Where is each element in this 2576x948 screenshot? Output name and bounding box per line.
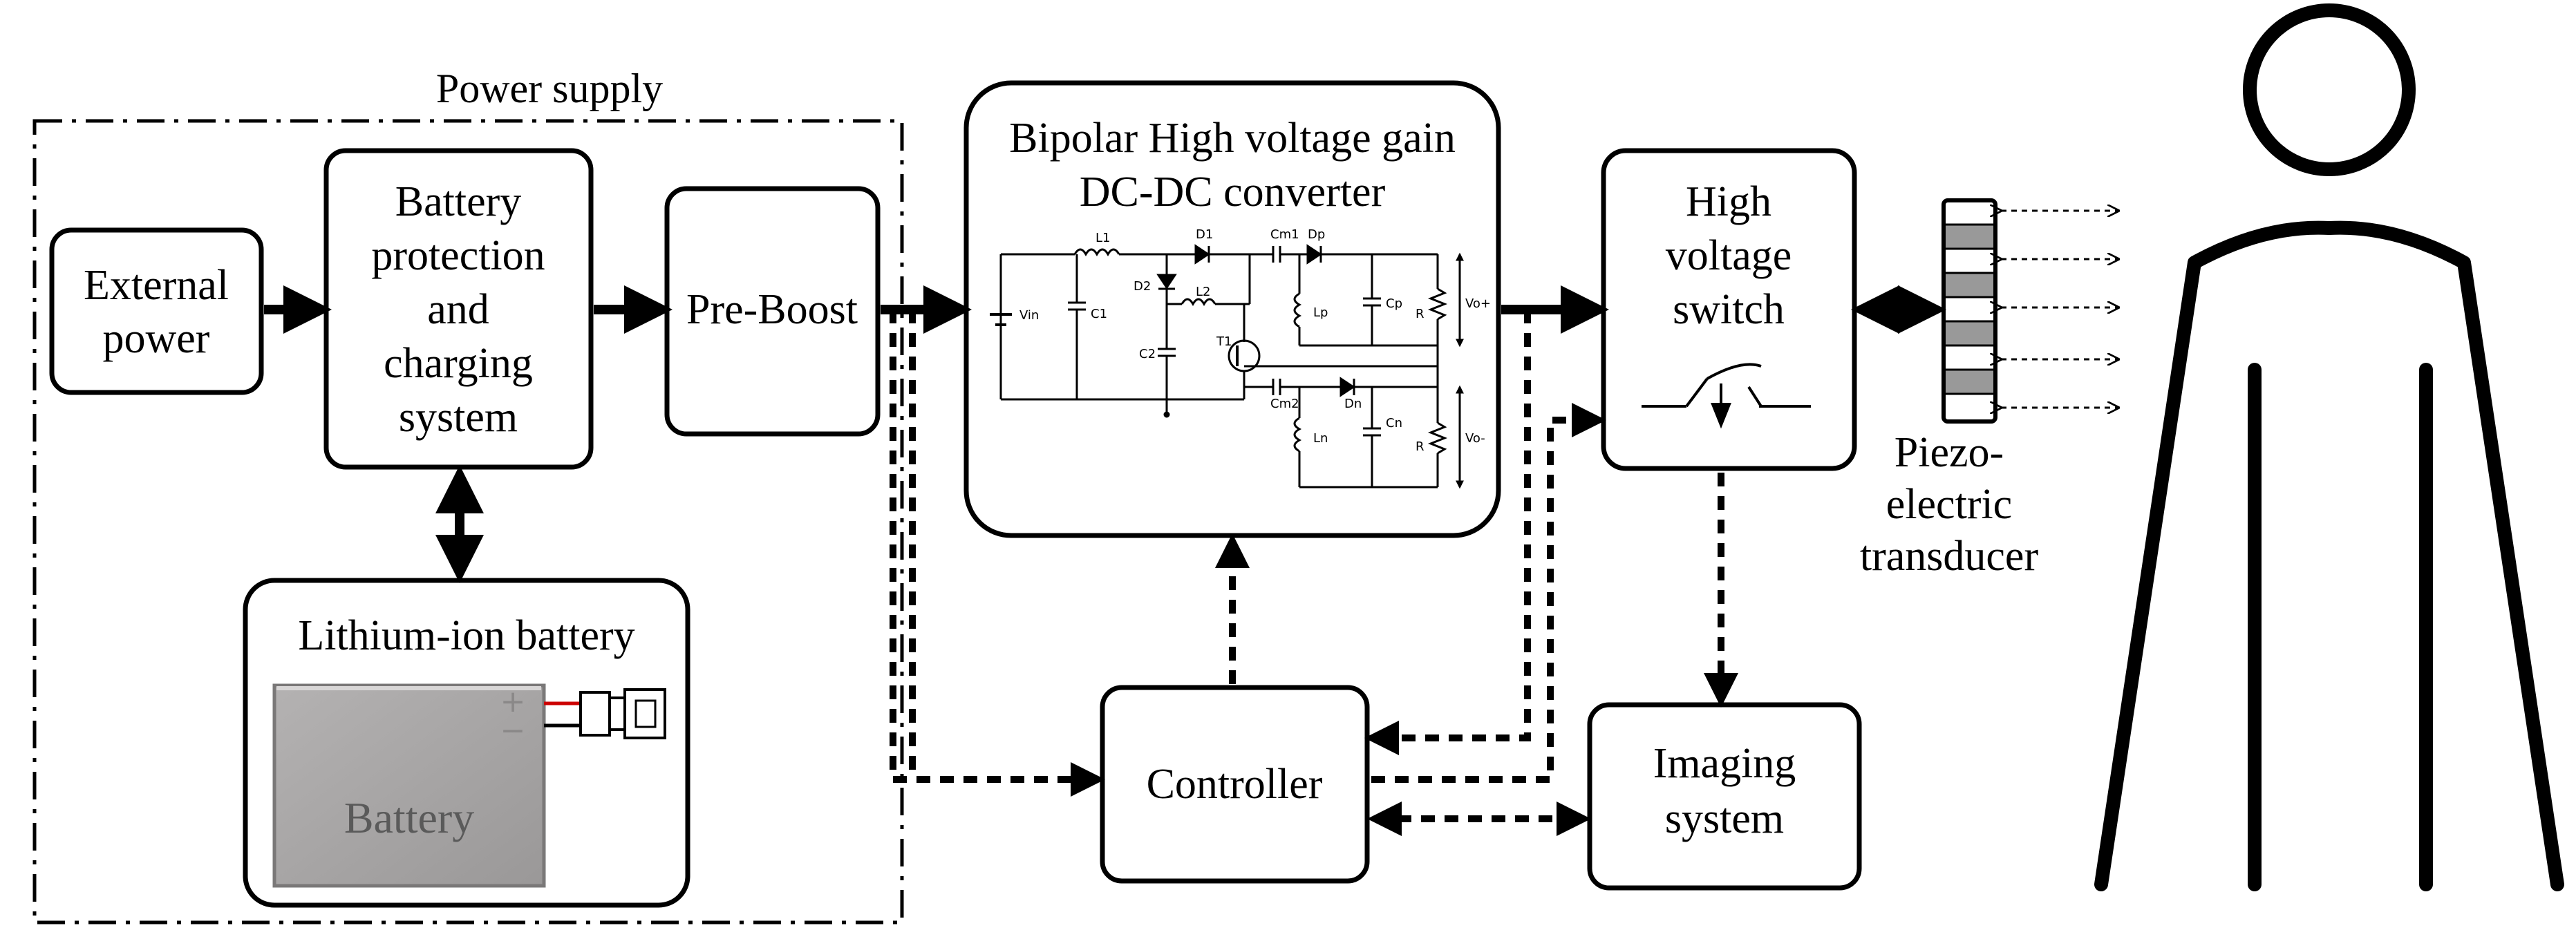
circuit-label-vin: Vin (1019, 308, 1039, 323)
dashed-preboost-to-controller (890, 310, 1105, 797)
battery-protection-line3: and (427, 286, 489, 333)
circuit-label-c1: C1 (1091, 307, 1107, 321)
external-power-block: External power (49, 227, 264, 395)
battery-plus-sign: + (500, 684, 526, 719)
converter-title-line1: Bipolar High voltage gain (1009, 115, 1456, 162)
converter-title-line2: DC-DC converter (1080, 169, 1386, 216)
power-supply-label: Power supply (436, 66, 663, 111)
circuit-label-d1: D1 (1196, 227, 1213, 242)
battery-minus-sign: − (500, 713, 526, 748)
battery-protection-line1: Battery (395, 178, 522, 225)
circuit-label-dp: Dp (1308, 227, 1325, 242)
transducer-line3: transducer (1860, 533, 2039, 580)
imaging-line2: system (1665, 795, 1784, 842)
controller-block: Controller (1100, 685, 1370, 884)
transducer-line1: Piezo- (1895, 429, 2004, 476)
battery-cell-text: Battery (344, 793, 474, 842)
circuit-label-ln: Ln (1313, 431, 1328, 446)
circuit-label-cp: Cp (1386, 296, 1402, 311)
converter-block: Bipolar High voltage gain DC-DC converte… (963, 80, 1501, 538)
dashed-controller-to-switch (1371, 403, 1606, 783)
battery-protection-block: Battery protection and charging system (323, 148, 594, 470)
battery-connector-icon (544, 688, 666, 739)
circuit-label-t1: T1 (1216, 334, 1232, 349)
circuit-label-cm1: Cm1 (1270, 227, 1299, 242)
circuit-label-rp: R (1416, 307, 1425, 321)
transducer-icon: Piezo- electric transducer (1860, 198, 2118, 580)
imaging-block: Imaging system (1587, 702, 1862, 891)
hv-switch-block: High voltage switch (1601, 148, 1857, 471)
switch-symbol-icon (1642, 363, 1811, 429)
lithium-battery-block: Lithium-ion battery Battery + − (243, 578, 690, 908)
hv-switch-line3: switch (1673, 286, 1785, 333)
circuit-label-dn: Dn (1344, 397, 1362, 411)
pre-boost-block: Pre-Boost (664, 186, 881, 437)
circuit-label-d2: D2 (1134, 279, 1151, 294)
human-figure-icon (2094, 3, 2564, 891)
external-power-line1: External (84, 262, 229, 309)
circuit-label-c2: C2 (1139, 347, 1156, 361)
circuit-label-cm2: Cm2 (1270, 397, 1299, 411)
circuit-label-vop: Vo+ (1465, 296, 1491, 311)
converter-circuit-schematic (990, 244, 1464, 489)
transducer-line2: electric (1886, 481, 2012, 528)
controller-label: Controller (1147, 761, 1323, 808)
hv-switch-line1: High (1686, 178, 1771, 225)
dashed-converter-out-to-controller (1364, 310, 1531, 755)
external-power-line2: power (103, 315, 210, 362)
control-signal-arrows (890, 310, 1738, 836)
circuit-label-l1: L1 (1096, 231, 1110, 245)
circuit-label-cn: Cn (1386, 416, 1402, 430)
circuit-label-rn: R (1416, 439, 1425, 454)
battery-protection-line4: charging (384, 340, 533, 387)
circuit-label-lp: Lp (1313, 305, 1328, 320)
lithium-battery-label: Lithium-ion battery (298, 612, 634, 659)
battery-protection-line2: protection (371, 232, 545, 279)
battery-cell-icon (272, 683, 546, 888)
ultrasound-wave-arrows (2001, 211, 2118, 408)
power-supply-group: Power supply (32, 66, 904, 925)
battery-protection-line5: system (399, 394, 518, 441)
converter-circuit-labels: Vin L1 C1 D1 D2 L2 C2 T1 Cm1 Dp Lp Cp R … (1019, 227, 1491, 454)
imaging-line1: Imaging (1653, 740, 1796, 787)
circuit-label-l2: L2 (1196, 285, 1210, 299)
pre-boost-label: Pre-Boost (686, 286, 858, 333)
hv-switch-line2: voltage (1666, 232, 1792, 279)
circuit-label-von: Vo- (1465, 431, 1485, 446)
